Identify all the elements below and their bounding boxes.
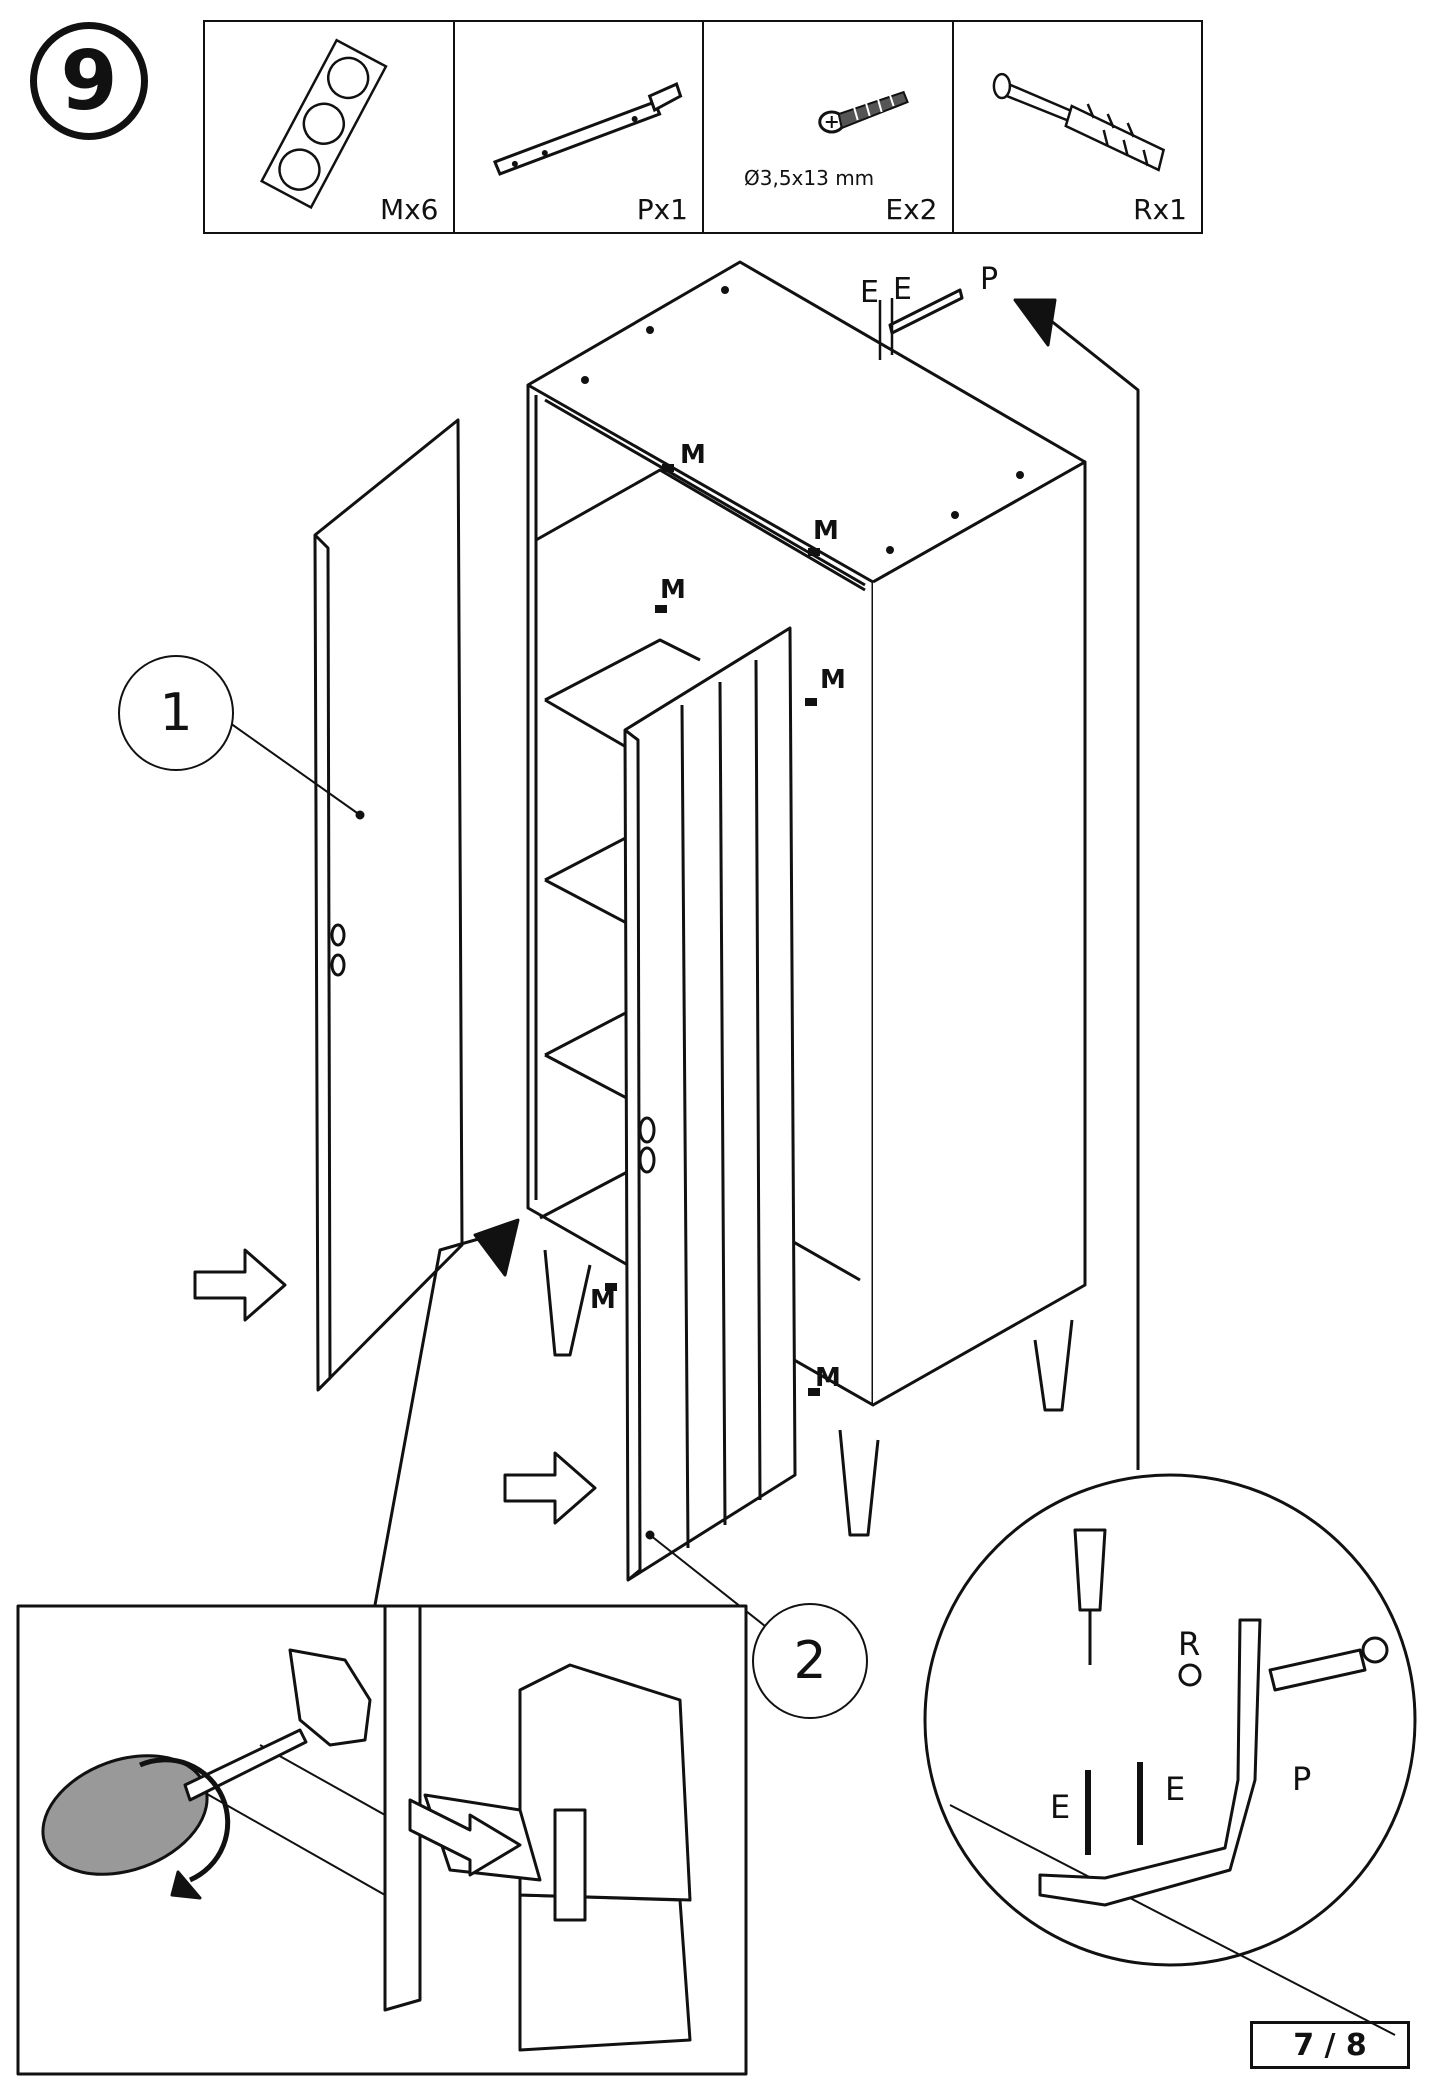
detail-label-e-2: E — [1165, 1770, 1186, 1808]
parts-table: Mx6 Px1 Ø3,5x13 mm Ex2 Rx1 — [203, 20, 1203, 234]
part-r-qty: Rx1 — [1133, 193, 1187, 226]
screw-icon — [818, 90, 909, 134]
callout-door-2: 2 — [752, 1603, 868, 1719]
label-m-3: M — [660, 575, 686, 605]
label-m-4: M — [820, 665, 846, 695]
cabinet — [526, 260, 1087, 1537]
arrow-door-1-icon — [193, 1248, 287, 1322]
arrow-door-2-icon — [503, 1451, 597, 1525]
part-e-size: Ø3,5x13 mm — [744, 166, 875, 190]
label-e-top-1: E — [860, 275, 879, 310]
arrow-to-top-icon — [1013, 298, 1057, 347]
label-m-6: M — [815, 1363, 841, 1393]
label-m-5: M — [590, 1285, 616, 1315]
label-p-top: P — [980, 262, 999, 297]
part-p-qty: Px1 — [636, 193, 688, 226]
hinge-detail-box — [16, 1604, 748, 2076]
detail-label-r: R — [1178, 1625, 1201, 1663]
adhesive-pads-icon — [259, 38, 388, 210]
push-arrow-icon — [408, 1798, 522, 1877]
part-cell-r: Rx1 — [954, 22, 1202, 232]
step-number-badge: 9 — [30, 22, 148, 140]
detail-label-e-1: E — [1050, 1788, 1071, 1826]
label-e-top-2: E — [893, 272, 912, 307]
arrow-to-hinge-icon — [473, 1218, 520, 1277]
rotate-arrow-icon — [170, 1870, 202, 1900]
part-e-qty: Ex2 — [885, 193, 938, 226]
part-cell-e: Ø3,5x13 mm Ex2 — [704, 22, 954, 232]
label-m-2: M — [813, 516, 839, 546]
part-cell-p: Px1 — [455, 22, 704, 232]
callout-door-1: 1 — [118, 655, 234, 771]
label-m-1: M — [680, 440, 706, 470]
part-cell-m: Mx6 — [205, 22, 455, 232]
page-number: 7 / 8 — [1250, 2021, 1410, 2069]
wall-plug-icon — [992, 72, 1165, 172]
wall-anchor-detail — [923, 1473, 1417, 2036]
part-m-qty: Mx6 — [379, 193, 439, 226]
metal-strap-icon — [492, 82, 682, 176]
door-2 — [623, 626, 797, 1582]
detail-label-p: P — [1292, 1760, 1312, 1798]
door-1 — [313, 418, 464, 1392]
